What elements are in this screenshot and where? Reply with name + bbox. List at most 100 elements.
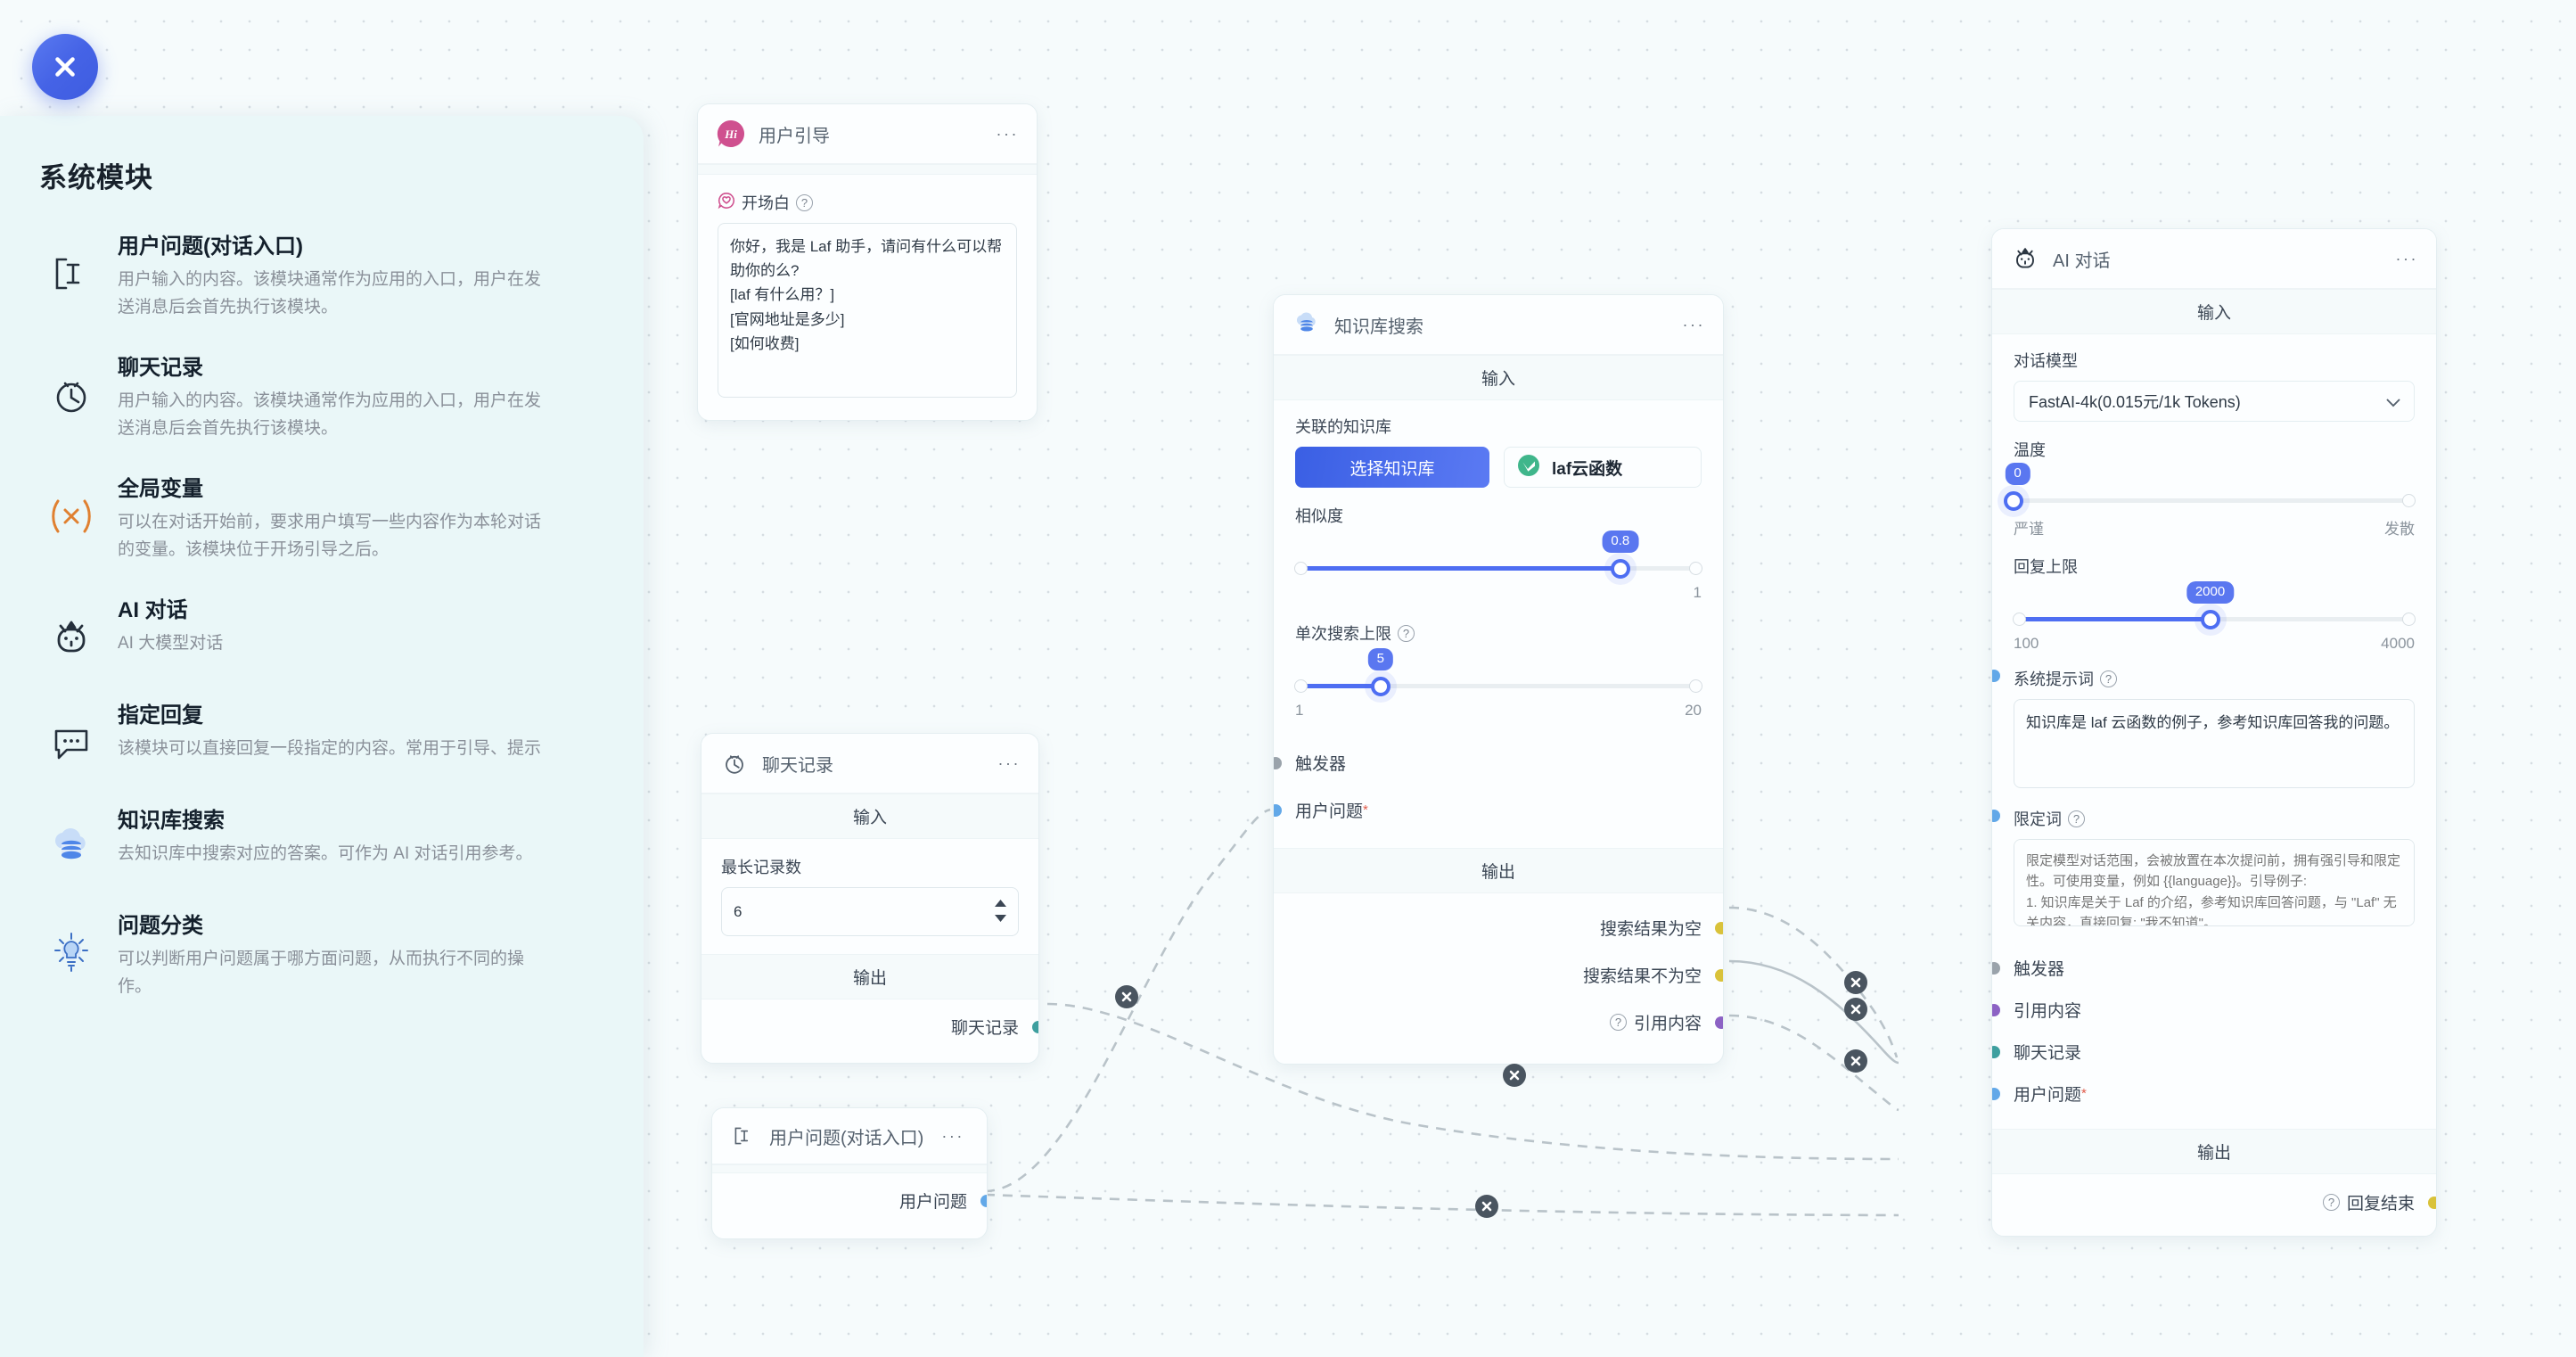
output-reply-finish[interactable]: ? 回复结束 (2014, 1183, 2436, 1221)
connector-dot-teal[interactable] (1032, 1020, 1038, 1033)
input-trigger[interactable]: 触发器 (1992, 947, 2415, 989)
system-prompt-textarea[interactable] (2014, 699, 2415, 788)
node-ai-chat[interactable]: AI 对话 ··· 输入 对话模型 FastAI-4k(0.015元/1k To… (1991, 228, 2437, 1237)
limit-slider[interactable]: 5 (1294, 648, 1702, 707)
connector-dot-blue[interactable] (1992, 670, 2000, 682)
temperature-label: 温度 (2014, 441, 2046, 459)
module-name: 问题分类 (118, 913, 203, 938)
output-empty-result[interactable]: 搜索结果为空 (1295, 904, 1723, 951)
heart-chat-icon (718, 192, 735, 214)
connector-dot-blue[interactable] (980, 1194, 987, 1207)
module-item-ai-chat[interactable]: AI 对话 AI 大模型对话 (0, 579, 644, 684)
node-outputs: 搜索结果为空 搜索结果不为空 ? 引用内容 (1274, 893, 1723, 1064)
slider-max-label: 1 (1693, 584, 1702, 601)
node-header[interactable]: 用户问题(对话入口) ··· (712, 1108, 987, 1164)
node-menu-button[interactable]: ··· (941, 1127, 964, 1145)
node-user-question[interactable]: 用户问题(对话入口) ··· 用户问题 (711, 1107, 988, 1239)
similarity-slider[interactable]: 0.8 (1294, 530, 1702, 589)
module-item-global-variable[interactable]: 全局变量 可以在对话开始前，要求用户填写一些内容作为本轮对话的变量。该模块位于开… (0, 457, 644, 579)
output-chat-history[interactable]: 聊天记录 (721, 1003, 1038, 1050)
module-item-kb-search[interactable]: 知识库搜索 去知识库中搜索对应的答案。可作为 AI 对话引用参考。 (0, 789, 644, 894)
help-icon[interactable]: ? (1609, 1014, 1627, 1031)
node-body: 最长记录数 6 (701, 839, 1038, 954)
connector-dot-purple[interactable] (1715, 1016, 1723, 1029)
output-quote-content[interactable]: ? 引用内容 (1295, 999, 1723, 1046)
max-records-label: 最长记录数 (721, 859, 801, 876)
output-user-question[interactable]: 用户问题 (732, 1177, 987, 1224)
node-kb-search[interactable]: 知识库搜索 ··· 输入 关联的知识库 选择知识库 laf云函数 相似度 (1273, 294, 1724, 1065)
module-item-specified-reply[interactable]: 指定回复 该模块可以直接回复一段指定的内容。常用于引导、提示 (0, 684, 644, 789)
node-menu-button[interactable]: ··· (997, 754, 1021, 772)
connector-dot-gray[interactable] (1274, 756, 1282, 769)
edge-delete-button[interactable] (1844, 998, 1867, 1021)
node-chat-history[interactable]: 聊天记录 ··· 输入 最长记录数 6 输出 聊天记录 (701, 733, 1039, 1065)
slider-thumb[interactable] (1610, 559, 1630, 579)
input-user-question[interactable]: 用户问题* (1992, 1073, 2415, 1114)
input-trigger[interactable]: 触发器 (1274, 739, 1702, 786)
connector-dot-yellow[interactable] (1715, 921, 1723, 934)
connector-dot-gray[interactable] (1992, 961, 2000, 975)
help-icon[interactable]: ? (2100, 670, 2117, 687)
node-header[interactable]: 知识库搜索 ··· (1274, 295, 1723, 355)
model-select-value: FastAI-4k(0.015元/1k Tokens) (2029, 393, 2241, 411)
node-title: AI 对话 (2053, 251, 2111, 271)
module-desc: 可以判断用户问题属于哪方面问题，从而执行不同的操作。 (118, 950, 525, 996)
connector-dot-blue[interactable] (1274, 803, 1282, 817)
select-dataset-button[interactable]: 选择知识库 (1295, 447, 1489, 488)
help-icon[interactable]: ? (796, 193, 813, 211)
node-output-band: 输出 (701, 954, 1038, 1000)
edge-delete-button[interactable] (1844, 1049, 1867, 1073)
module-item-user-question[interactable]: 用户问题(对话入口) 用户输入的内容。该模块通常作为应用的入口，用户在发送消息后… (0, 215, 644, 336)
dataset-chip[interactable]: laf云函数 (1504, 447, 1702, 488)
node-user-guide[interactable]: Hi 用户引导 ··· 开场白 ? (697, 103, 1038, 421)
node-header[interactable]: Hi 用户引导 ··· (698, 104, 1037, 164)
node-body: 开场白 ? (698, 175, 1037, 420)
slider-thumb[interactable] (2004, 491, 2023, 511)
edge-delete-button[interactable] (1475, 1195, 1498, 1218)
clock-history-icon (719, 748, 750, 778)
output-non-empty-result[interactable]: 搜索结果不为空 (1295, 951, 1723, 999)
opening-statement-textarea[interactable] (718, 223, 1017, 398)
output-label: 搜索结果为空 (1599, 920, 1702, 939)
input-label: 触发器 (2014, 960, 2065, 979)
node-output-band: 输出 (1992, 1129, 2436, 1174)
chat-bubble-icon (39, 711, 103, 775)
edge-delete-button[interactable] (1844, 971, 1867, 994)
edge-delete-button[interactable] (1503, 1064, 1526, 1087)
module-item-chat-history[interactable]: 聊天记录 用户输入的内容。该模块通常作为应用的入口，用户在发送消息后会首先执行该… (0, 336, 644, 457)
help-icon[interactable]: ? (2068, 810, 2085, 827)
node-menu-button[interactable]: ··· (2395, 250, 2418, 267)
edge-delete-button[interactable] (1115, 985, 1138, 1008)
max-records-input[interactable]: 6 (721, 887, 1019, 937)
connector-dot-yellow[interactable] (1715, 968, 1723, 982)
help-icon[interactable]: ? (1398, 624, 1415, 642)
connector-dot-yellow[interactable] (2428, 1196, 2436, 1209)
connector-dot-teal[interactable] (1992, 1045, 2000, 1058)
temperature-field: 温度 0 严谨 发散 (1992, 425, 2436, 539)
slider-thumb[interactable] (2200, 610, 2220, 629)
input-quote-content[interactable]: 引用内容 (1992, 989, 2415, 1031)
close-panel-button[interactable] (32, 34, 98, 100)
help-icon[interactable]: ? (2322, 1194, 2340, 1211)
node-menu-button[interactable]: ··· (996, 125, 1019, 143)
input-user-question[interactable]: 用户问题* (1274, 786, 1702, 834)
node-menu-button[interactable]: ··· (1682, 316, 1705, 333)
slider-range-labels: 1 (1295, 584, 1702, 602)
node-input-band: 输入 (1992, 289, 2436, 334)
stepper-up-icon[interactable] (994, 896, 1007, 912)
module-desc: AI 大模型对话 (118, 634, 224, 654)
connector-dot-blue[interactable] (1992, 1087, 2000, 1100)
max-tokens-slider[interactable]: 2000 (2013, 581, 2416, 640)
connector-dot-purple[interactable] (1992, 1003, 2000, 1016)
slider-thumb[interactable] (1370, 677, 1391, 696)
model-select[interactable]: FastAI-4k(0.015元/1k Tokens) (2014, 381, 2415, 422)
qualifier-textarea[interactable] (2014, 839, 2415, 926)
max-tokens-label: 回复上限 (2014, 558, 2078, 576)
temperature-slider[interactable]: 0 (2004, 463, 2416, 522)
node-header[interactable]: 聊天记录 ··· (701, 734, 1038, 794)
connector-dot-blue[interactable] (1992, 810, 2000, 822)
stepper-down-icon[interactable] (994, 911, 1007, 927)
input-chat-history[interactable]: 聊天记录 (1992, 1031, 2415, 1073)
module-item-question-classify[interactable]: 问题分类 可以判断用户问题属于哪方面问题，从而执行不同的操作。 (0, 894, 644, 1016)
node-header[interactable]: AI 对话 ··· (1992, 229, 2436, 289)
